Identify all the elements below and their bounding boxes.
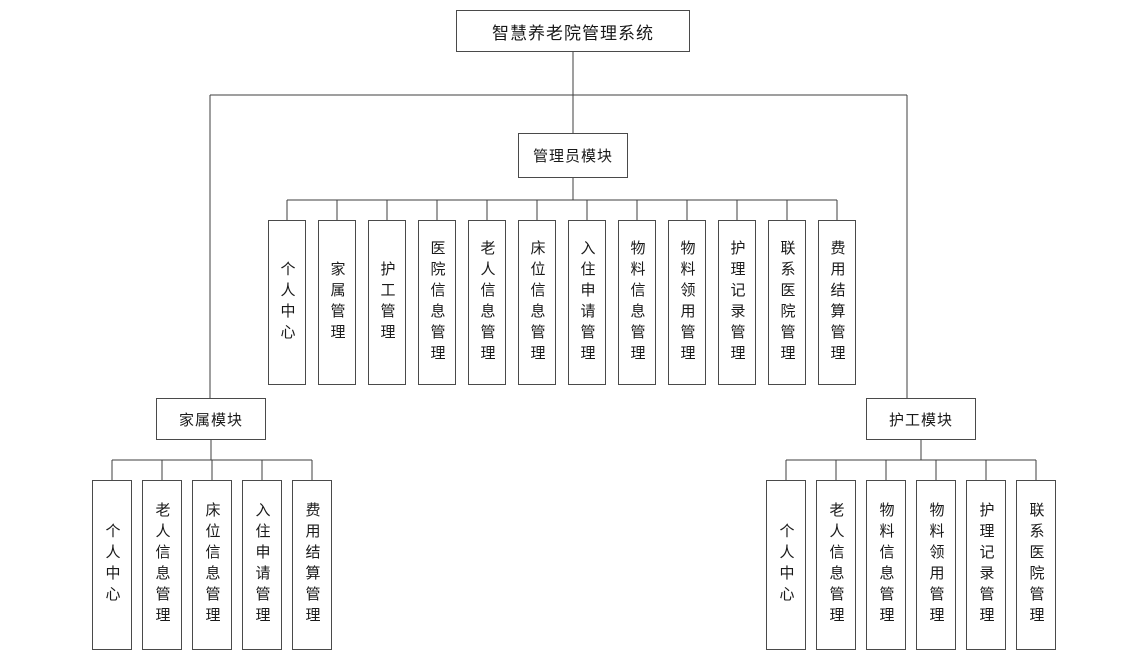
node-family-checkin-apply-mgmt: 入住申请管理 [242,480,282,650]
node-admin-family-mgmt: 家属管理 [318,220,356,385]
node-family-personal-center: 个人中心 [92,480,132,650]
node-caregiver-material-info-mgmt: 物料信息管理 [866,480,906,650]
node-admin-personal-center: 个人中心 [268,220,306,385]
node-caregiver-material-requisition-mgmt: 物料领用管理 [916,480,956,650]
node-admin-elder-info-mgmt: 老人信息管理 [468,220,506,385]
node-family-bed-info-mgmt: 床位信息管理 [192,480,232,650]
node-admin-caregiver-mgmt: 护工管理 [368,220,406,385]
node-caregiver-nursing-record-mgmt: 护理记录管理 [966,480,1006,650]
node-caregiver-personal-center: 个人中心 [766,480,806,650]
node-admin-module: 管理员模块 [518,133,628,178]
node-admin-hospital-info-mgmt: 医院信息管理 [418,220,456,385]
node-admin-contact-hospital-mgmt: 联系医院管理 [768,220,806,385]
node-family-fee-settlement-mgmt: 费用结算管理 [292,480,332,650]
node-family-module: 家属模块 [156,398,266,440]
node-admin-material-info-mgmt: 物料信息管理 [618,220,656,385]
node-root-system: 智慧养老院管理系统 [456,10,690,52]
node-caregiver-module: 护工模块 [866,398,976,440]
node-caregiver-elder-info-mgmt: 老人信息管理 [816,480,856,650]
node-admin-checkin-apply-mgmt: 入住申请管理 [568,220,606,385]
node-family-elder-info-mgmt: 老人信息管理 [142,480,182,650]
node-admin-material-requisition-mgmt: 物料领用管理 [668,220,706,385]
node-admin-bed-info-mgmt: 床位信息管理 [518,220,556,385]
node-admin-nursing-record-mgmt: 护理记录管理 [718,220,756,385]
node-caregiver-contact-hospital-mgmt: 联系医院管理 [1016,480,1056,650]
node-admin-fee-settlement-mgmt: 费用结算管理 [818,220,856,385]
